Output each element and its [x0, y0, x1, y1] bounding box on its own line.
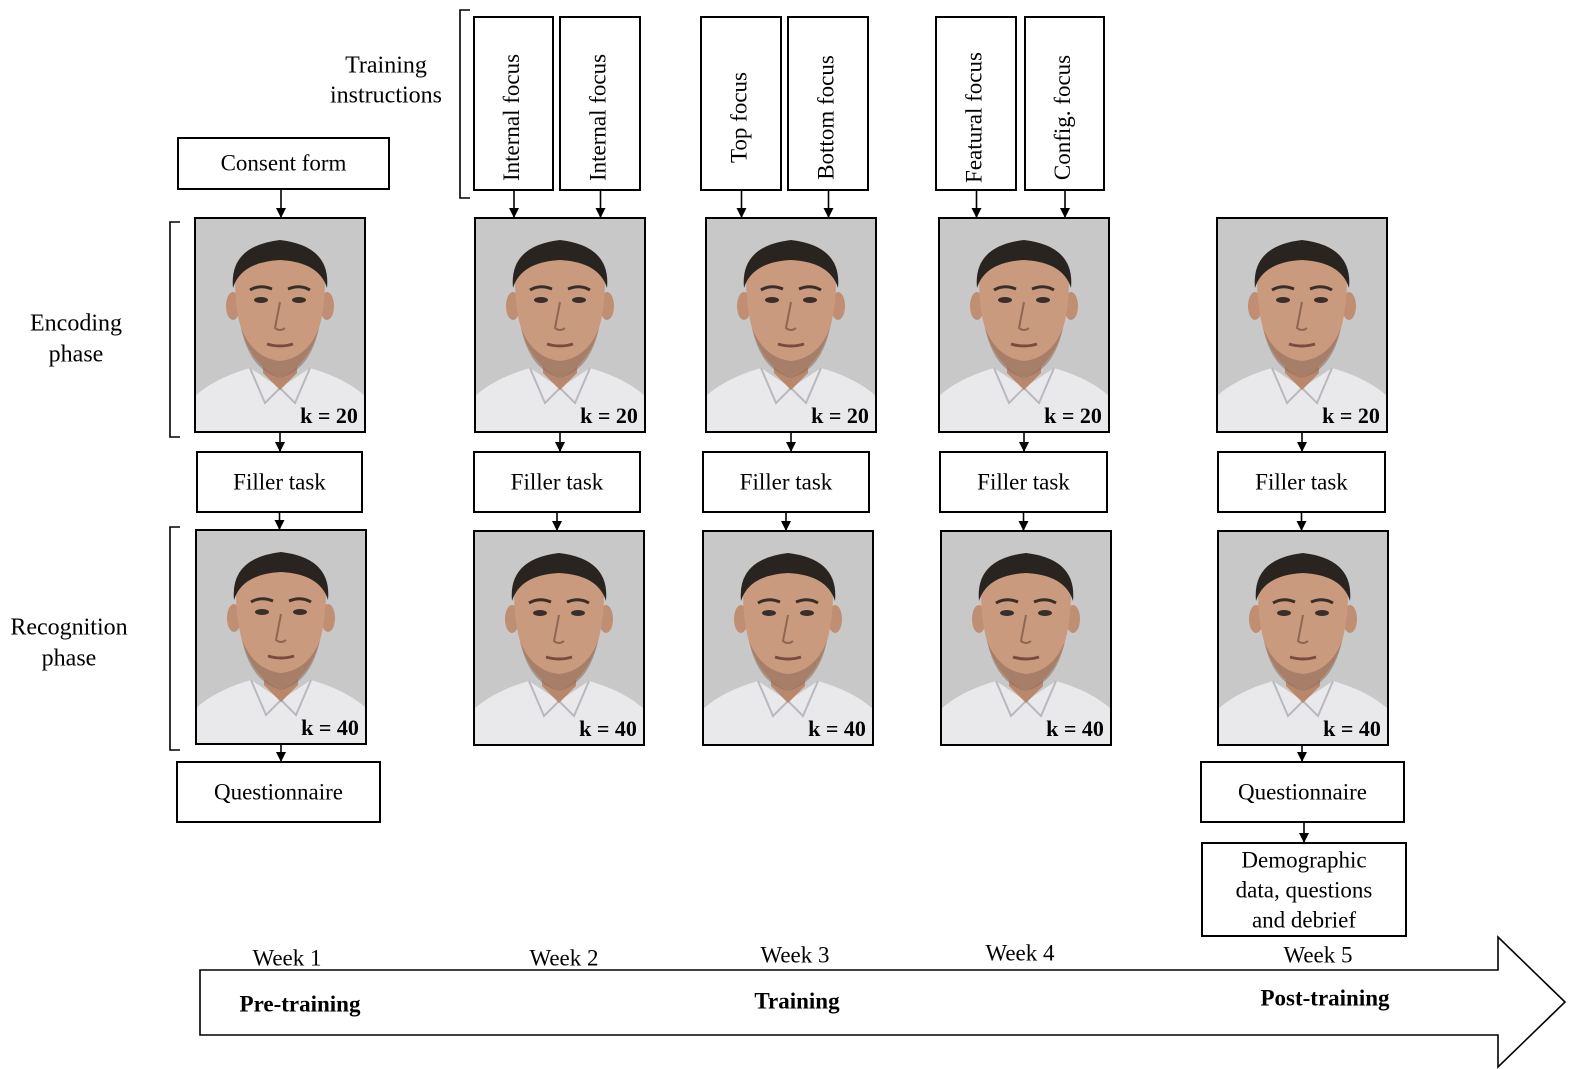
filler-task-label-week-3: Filler task: [740, 469, 833, 494]
instruction-box-week2-1-label: Internal focus: [499, 54, 524, 181]
recognition-photo-week-2-border: [473, 530, 645, 746]
encoding-photo-week-3: [706, 218, 876, 432]
filler-task-box-week-4: [939, 451, 1108, 513]
recognition-photo-week-4: [941, 531, 1111, 745]
filler-task-label-week-2: Filler task: [511, 469, 604, 494]
stage-label-2: Training: [754, 988, 840, 1013]
recognition-photo-week-3-k-label: k = 40: [808, 716, 866, 741]
recognition-photo-week-3-border: [702, 530, 874, 746]
questionnaire-label-week-5: Questionnaire: [1238, 779, 1367, 804]
week-label-5: Week 5: [1283, 942, 1352, 967]
encoding-photo-week-1-k-label: k = 20: [300, 403, 358, 428]
instruction-box-week2-2-label: Internal focus: [585, 54, 610, 181]
encoding-phase-brace: [169, 221, 180, 438]
filler-task-label-week-1: Filler task: [233, 469, 326, 494]
encoding-photo-week-2-k-label: k = 20: [580, 403, 638, 428]
week-label-3: Week 3: [760, 942, 829, 967]
recognition-photo-week-2-k-label: k = 40: [579, 716, 637, 741]
questionnaire-label-week-1: Questionnaire: [214, 779, 343, 804]
instruction-box-week3-2-label: Bottom focus: [813, 55, 838, 180]
week-label-1: Week 1: [252, 945, 321, 970]
recognition-photo-week-5-k-label: k = 40: [1323, 716, 1381, 741]
recognition-photo-week-1-k-label: k = 40: [301, 715, 359, 740]
filler-task-label-week-5: Filler task: [1255, 469, 1348, 494]
instruction-box-week4-1: [935, 16, 1017, 191]
encoding-photo-week-4: [939, 218, 1109, 432]
stage-label-1: Pre-training: [240, 991, 361, 1016]
week-label-4: Week 4: [985, 940, 1055, 965]
recognition-photo-week-4-k-label: k = 40: [1046, 716, 1104, 741]
encoding-photo-week-5: [1217, 218, 1387, 432]
filler-task-box-week-1: [196, 451, 363, 513]
recognition-photo-week-5: [1218, 531, 1388, 745]
encoding-photo-week-5-k-label: k = 20: [1322, 403, 1380, 428]
filler-task-box-week-3: [702, 451, 870, 513]
recognition-photo-week-1: [196, 530, 366, 744]
stage-label-3: Post-training: [1260, 985, 1390, 1010]
recognition-phase-label-line-1: Recognition: [10, 615, 127, 641]
week-label-2: Week 2: [529, 945, 598, 970]
instruction-box-week3-1-label: Top focus: [726, 72, 751, 163]
encoding-phase-label-line-2: phase: [49, 342, 104, 368]
instruction-box-week4-2-label: Config. focus: [1050, 55, 1075, 180]
instruction-box-week3-1: [700, 16, 782, 191]
demographic-label-line-3: and debrief: [1252, 907, 1356, 932]
demographic-box: [1201, 842, 1407, 937]
questionnaire-box-week-5: [1200, 761, 1405, 823]
encoding-photo-week-3-k-label: k = 20: [811, 403, 869, 428]
encoding-phase-label-line-1: Encoding: [30, 311, 122, 337]
recognition-photo-week-3: [703, 531, 873, 745]
demographic-label-line-2: data, questions: [1236, 877, 1373, 902]
questionnaire-box-week-1: [176, 761, 381, 823]
recognition-photo-week-4-border: [940, 530, 1112, 746]
recognition-photo-week-2: [474, 531, 644, 745]
instruction-box-week4-2: [1024, 16, 1105, 191]
encoding-photo-week-4-k-label: k = 20: [1044, 403, 1102, 428]
consent-form-label: Consent form: [221, 150, 347, 175]
timeline-arrow: [199, 935, 1567, 1069]
encoding-photo-week-2: [475, 218, 645, 432]
encoding-photo-week-1: [195, 218, 365, 432]
demographic-label-line-1: Demographic: [1241, 847, 1366, 872]
instruction-box-week4-1-label: Featural focus: [961, 52, 986, 183]
recognition-phase-brace: [169, 526, 180, 751]
filler-task-label-week-4: Filler task: [977, 469, 1070, 494]
training-instructions-label-line-2: instructions: [330, 83, 442, 109]
recognition-photo-week-5-border: [1217, 530, 1389, 746]
recognition-phase-label-line-2: phase: [42, 646, 97, 672]
instruction-box-week3-2: [787, 16, 869, 191]
instruction-box-week2-2: [559, 16, 641, 191]
training-instructions-label-line-1: Training: [345, 53, 427, 79]
training-instructions-brace: [459, 9, 470, 199]
consent-form-box: [177, 137, 390, 190]
